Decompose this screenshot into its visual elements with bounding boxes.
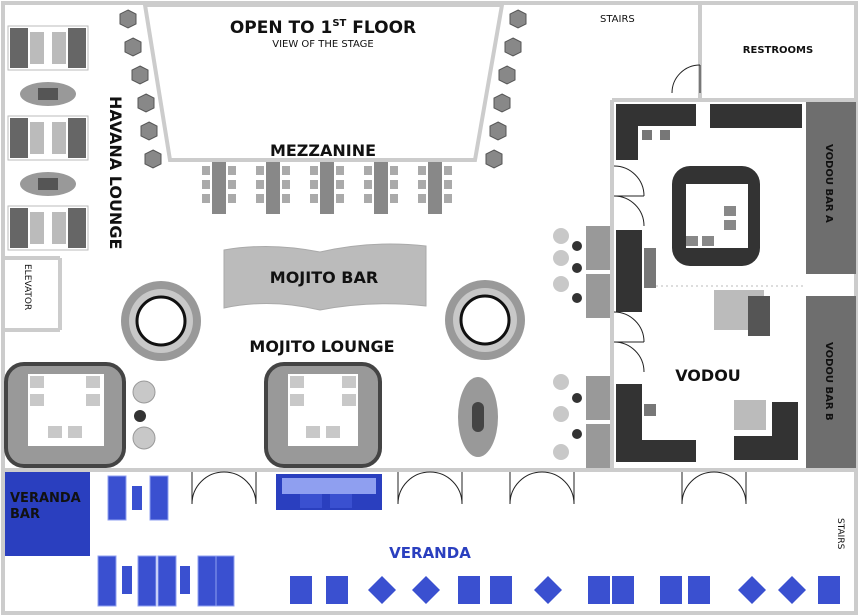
- open-floor-sup: ST: [332, 18, 346, 29]
- veranda-label: VERANDA: [389, 544, 471, 562]
- open-to-first-floor: OPEN TO 1ST FLOOR VIEW OF THE STAGE: [142, 2, 505, 162]
- havana-seating: [7, 25, 89, 251]
- vodou-bar-b: VODOU BAR B: [806, 296, 856, 468]
- veranda-furniture: [97, 474, 382, 607]
- vodou-doors: [613, 165, 645, 373]
- vodou-bar-b-label: VODOU BAR B: [823, 342, 834, 421]
- vodou-stools: [553, 226, 610, 468]
- stairs-door: [671, 64, 701, 94]
- restrooms-label: RESTROOMS: [743, 45, 813, 56]
- left-cocktail-tables: [119, 9, 162, 169]
- mezzanine-tables: [202, 162, 452, 214]
- vodou-corner-sofa: [734, 400, 798, 460]
- stairs-right-label: STAIRS: [835, 518, 845, 550]
- round-lounge-right: [445, 280, 525, 360]
- vodou-bar-a: VODOU BAR A: [806, 102, 856, 274]
- mojito-lounge-label: MOJITO LOUNGE: [249, 337, 394, 356]
- elevator-label: ELEVATOR: [22, 264, 32, 310]
- veranda-tables: [290, 576, 840, 604]
- havana-lounge-label: HAVANA LOUNGE: [106, 96, 125, 249]
- mojito-bar-label: MOJITO BAR: [270, 268, 378, 287]
- vodou-bar-a-label: VODOU BAR A: [823, 144, 834, 223]
- vodou-label: VODOU: [675, 366, 741, 385]
- vodou-left-sofa: [616, 230, 656, 312]
- veranda-bar: VERANDA BAR: [5, 472, 90, 556]
- view-stage-label: VIEW OF THE STAGE: [272, 39, 374, 50]
- veranda-bar-label-1: VERANDA: [10, 491, 81, 506]
- veranda-doors: [191, 471, 747, 505]
- mezzanine-label: MEZZANINE: [270, 141, 376, 160]
- stools-left: [132, 380, 156, 450]
- oval-table: [458, 377, 498, 457]
- open-floor-end: FLOOR: [346, 18, 416, 38]
- right-cocktail-tables: [485, 9, 527, 169]
- vodou-lower-sofa: [616, 384, 696, 462]
- open-floor-text: OPEN TO 1: [230, 18, 332, 38]
- vodou-sofa-top-right: [710, 104, 802, 128]
- mojito-bar: MOJITO BAR: [223, 243, 427, 311]
- svg-text:OPEN TO 1ST FLOOR: OPEN TO 1ST FLOOR: [230, 18, 416, 38]
- round-lounge-left: [121, 281, 201, 361]
- u-sofa-center: [264, 362, 382, 468]
- vodou-sofa-top-left: [616, 104, 696, 160]
- vodou-center-booth: [672, 166, 760, 266]
- stairs-top-label: STAIRS: [600, 14, 635, 25]
- veranda-bar-label-2: BAR: [10, 507, 40, 522]
- u-sofa-left: [4, 362, 126, 468]
- vodou-square-table: [714, 290, 770, 336]
